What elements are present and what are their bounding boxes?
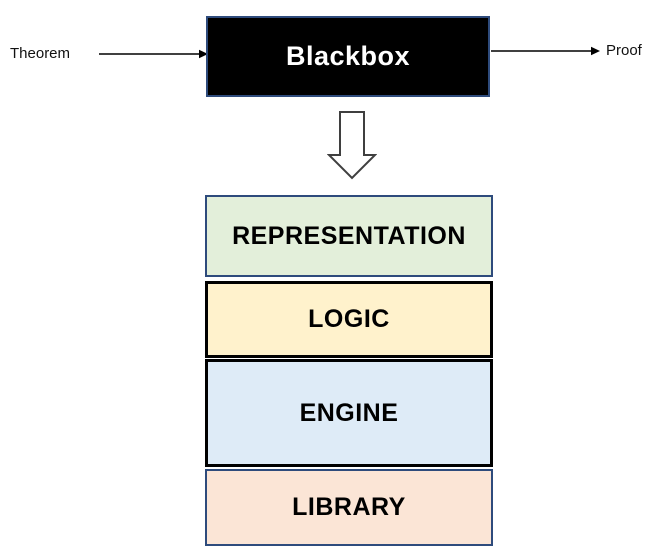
layer-engine: ENGINE <box>205 359 493 467</box>
right-arrow-icon <box>491 46 600 56</box>
blackbox-node: Blackbox <box>206 16 490 97</box>
arrow-head <box>199 49 208 59</box>
right-arrow-icon <box>99 49 208 59</box>
down-arrow-shape <box>327 111 377 180</box>
hollow-down-arrow-icon <box>327 111 377 180</box>
layer-representation: REPRESENTATION <box>205 195 493 277</box>
layer-label: ENGINE <box>299 398 399 427</box>
theorem-label: Theorem <box>10 45 71 62</box>
arrow-head <box>591 46 600 56</box>
layer-label: REPRESENTATION <box>232 221 466 250</box>
blackbox-label: Blackbox <box>285 41 411 71</box>
proof-label: Proof <box>606 42 642 59</box>
layer-label: LIBRARY <box>292 493 406 521</box>
layer-label: LOGIC <box>308 305 390 333</box>
layer-logic: LOGIC <box>205 281 493 358</box>
layer-library: LIBRARY <box>205 469 493 546</box>
